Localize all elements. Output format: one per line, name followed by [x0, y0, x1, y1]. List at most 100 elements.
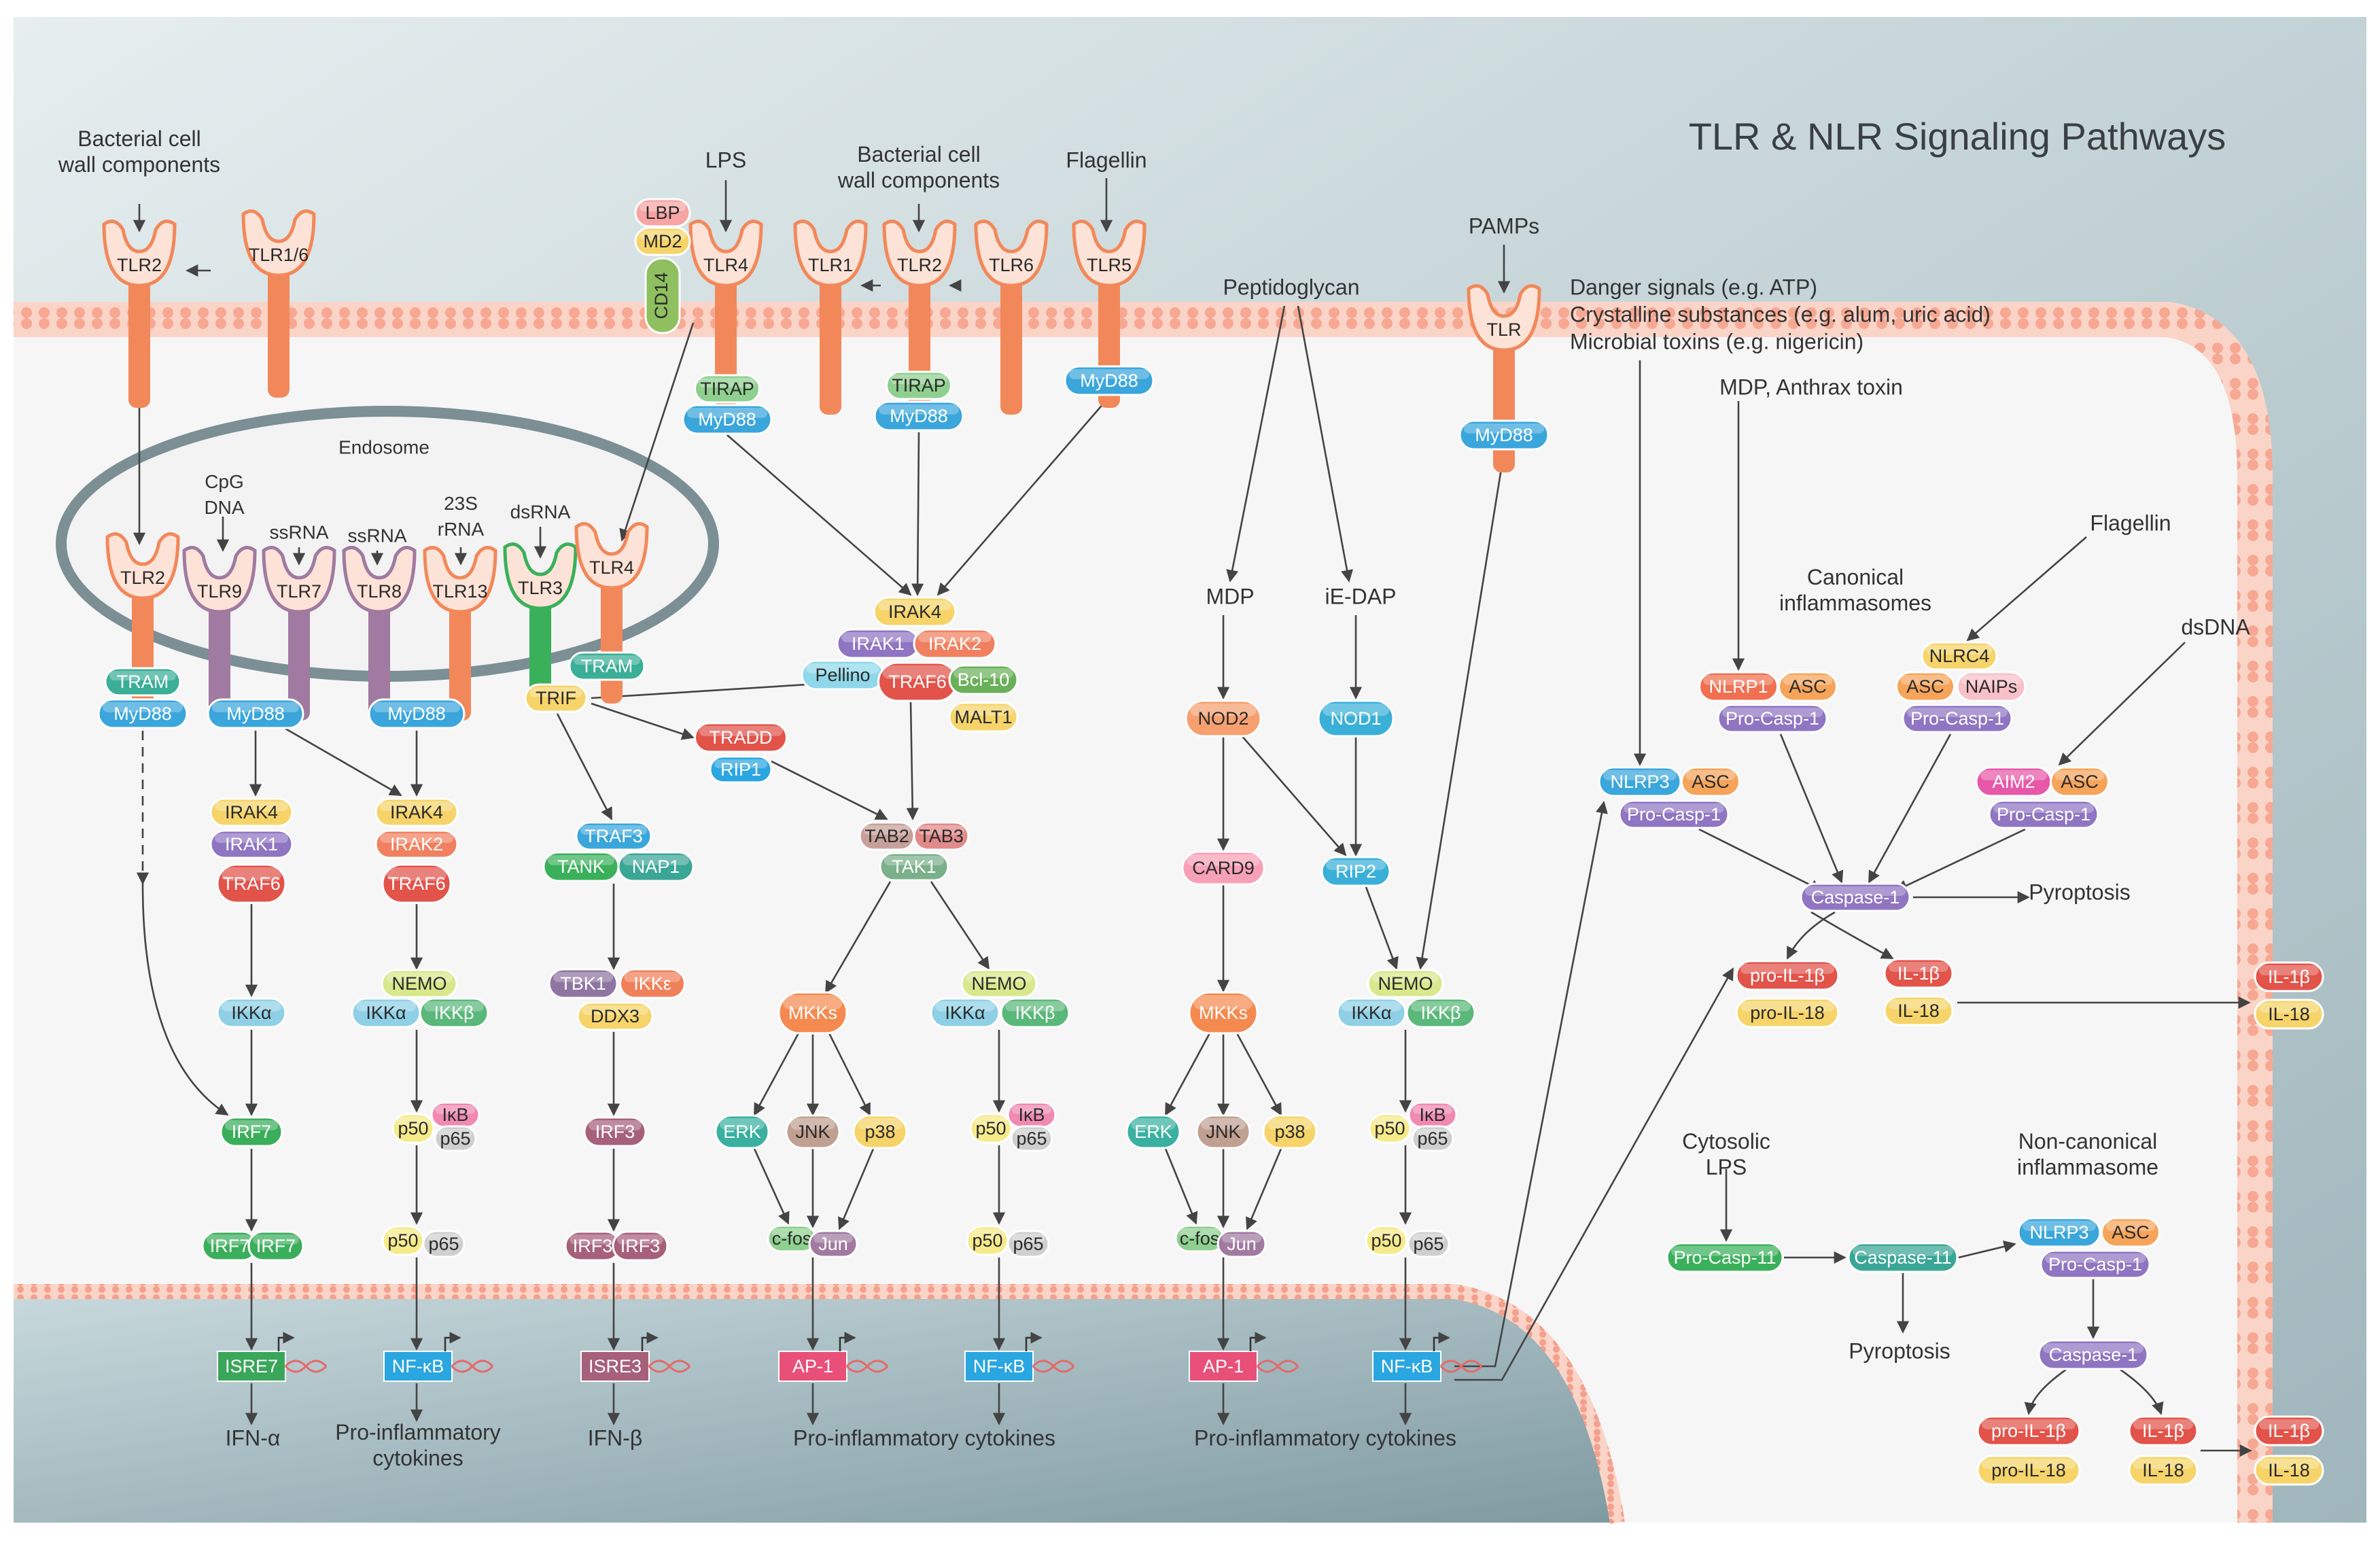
ikke-protein-label: IKKε — [633, 973, 671, 994]
arrow-nlrp1-casp1 — [1779, 733, 1844, 884]
il1b-secreted-2: IL-1β — [2254, 1415, 2324, 1446]
ap1-gene-2-label: AP-1 — [1203, 1356, 1244, 1376]
pyroptosis-label-2: Pyroptosis — [1849, 1338, 1950, 1363]
arrow-mkks-p38 — [828, 1033, 871, 1116]
asc-protein-3-label: ASC — [1906, 676, 1944, 697]
tlr2-surface-receptor: TLR2 — [102, 220, 177, 408]
tlr3-receptor: TLR3 — [503, 542, 578, 710]
arrow-tlr4-endosome — [619, 322, 695, 542]
tbk1-protein-label: TBK1 — [560, 973, 606, 994]
ikkb-col5: IKKβ — [1000, 997, 1070, 1028]
ikka-col5-label: IKKα — [945, 1003, 985, 1023]
tlr1-receptor: TLR1 — [793, 220, 868, 415]
il18-protein-1: IL-18 — [1883, 995, 1954, 1026]
il18-protein-2-label: IL-18 — [2142, 1460, 2184, 1480]
ikka-col1: IKKα — [216, 997, 287, 1028]
arrow-mkks2-p38 — [1236, 1033, 1282, 1116]
tlr6-receptor: TLR6 — [974, 220, 1049, 415]
procasp1-protein-2-label: Pro-Casp-1 — [1726, 708, 1819, 729]
erk-protein-2: ERK — [1125, 1114, 1181, 1149]
il1b-secreted-1-label: IL-1β — [2268, 967, 2310, 987]
nemo-col5: NEMO — [960, 969, 1038, 999]
asc-protein-4-label: ASC — [2061, 772, 2099, 792]
p65-col7-nuclear-label: p65 — [1413, 1234, 1443, 1254]
tlr2-surface-receptor-label: TLR2 — [117, 255, 162, 275]
procasp1-protein-3: Pro-Casp-1 — [1902, 704, 2013, 733]
rip2-protein-label: RIP2 — [1335, 861, 1376, 882]
ikka-col7-label: IKKα — [1351, 1003, 1391, 1023]
tlr2-endosome-receptor-label: TLR2 — [120, 568, 165, 588]
irf7-dimer-1: IRF7 — [201, 1230, 258, 1262]
tak1-protein: TAK1 — [879, 852, 949, 882]
myd88-protein-2: MyD88 — [873, 400, 964, 432]
nuclear-membrane — [14, 1284, 1625, 1524]
arrow-mkks-erk — [753, 1033, 800, 1116]
caspase11-protein: Caspase-11 — [1847, 1242, 1959, 1273]
endosome-label: Endosome — [338, 436, 430, 457]
ikb-col2: IκB — [430, 1101, 480, 1128]
flagellin-right-label: Flagellin — [2090, 510, 2171, 535]
pro-il1b-protein-2: pro-IL-1β — [1976, 1415, 2081, 1446]
ssrna-label-2: ssRNA — [347, 525, 406, 546]
tram-protein-2-label: TRAM — [581, 656, 633, 676]
tlr-pamps-receptor-label: TLR — [1486, 319, 1521, 340]
irak1-central: IRAK1 — [836, 628, 920, 659]
jnk-protein-2-label: JNK — [1206, 1122, 1240, 1142]
arrow-myd88-irak4-3 — [937, 396, 1110, 596]
irf7-col1-label: IRF7 — [232, 1122, 272, 1142]
erk-protein-1: ERK — [714, 1114, 770, 1149]
tradd-protein: TRADD — [694, 722, 788, 753]
jnk-protein-1: JNK — [785, 1114, 841, 1149]
tlr16-receptor-label: TLR1/6 — [249, 245, 309, 265]
asc-protein-2-label: ASC — [1789, 676, 1827, 697]
arrow-myd88-irak4-b — [285, 727, 402, 797]
il1b-secreted-2-label: IL-1β — [2268, 1421, 2310, 1441]
pamps-label: PAMPs — [1469, 213, 1539, 238]
arrow-casp1-il1b — [1810, 911, 1894, 960]
nap1-protein-label: NAP1 — [632, 856, 680, 877]
ikb-col2-label: IκB — [442, 1105, 468, 1125]
irf3-dimer-1-label: IRF3 — [573, 1236, 613, 1256]
myd88-protein-2-label: MyD88 — [890, 406, 948, 426]
arrow-nlrc4-casp1 — [1868, 733, 1952, 884]
nlrp1-protein: NLRP1 — [1698, 671, 1779, 702]
arrow-p38-jun — [838, 1148, 875, 1230]
traf3-protein-label: TRAF3 — [584, 826, 643, 846]
pellino-protein-label: Pellino — [815, 665, 870, 685]
tram-protein-1: TRAM — [104, 667, 181, 697]
nfkb-gene-1-label: NF-κB — [392, 1356, 444, 1376]
ikka-col7: IKKα — [1336, 997, 1407, 1028]
tank-protein-label: TANK — [557, 856, 605, 877]
irak4-central-label: IRAK4 — [888, 602, 941, 622]
tlr8-receptor-label: TLR8 — [357, 581, 402, 602]
nfkb-gene-3: NF-κB — [1372, 1332, 1483, 1382]
p65-col5-nuclear-label: p65 — [1013, 1234, 1043, 1254]
arrow-erk2-cfos — [1164, 1148, 1198, 1225]
arrow-casp11-nlrp3 — [1958, 1240, 2016, 1259]
il18-protein-1-label: IL-18 — [1897, 1001, 1940, 1021]
nlrp3-protein-1-label: NLRP3 — [1610, 772, 1669, 792]
arrow-nlrp3-casp1 — [1698, 828, 1823, 892]
peptidoglycan-label: Peptidoglycan — [1223, 275, 1359, 299]
tlr1-receptor-label: TLR1 — [808, 255, 853, 275]
p38-protein-2: p38 — [1262, 1114, 1318, 1149]
tlr6-receptor-label: TLR6 — [989, 255, 1034, 275]
p65-col2-nuclear: p65 — [422, 1230, 466, 1258]
nlrc4-protein: NLRC4 — [1921, 641, 1998, 671]
irf3-dimer-2-label: IRF3 — [620, 1236, 661, 1256]
mkks-protein-2: MKKs — [1188, 991, 1259, 1035]
lps-label: LPS — [705, 148, 746, 172]
traf6-col2: TRAF6 — [381, 863, 452, 904]
caspase1-protein-2: Caspase-1 — [2037, 1339, 2149, 1370]
ikb-col5-label: IκB — [1018, 1105, 1045, 1125]
arrow-erk-cfos — [753, 1148, 790, 1225]
myd88-protein-3: MyD88 — [1064, 365, 1155, 396]
diagram-title: TLR & NLR Signaling Pathways — [1689, 115, 2226, 158]
tram-protein-1-label: TRAM — [117, 672, 169, 692]
tab2-protein-label: TAB2 — [864, 826, 909, 846]
tlr5-receptor: TLR5 — [1072, 220, 1147, 408]
rip1-protein: RIP1 — [709, 755, 773, 784]
p50-col2: p50 — [391, 1113, 435, 1144]
